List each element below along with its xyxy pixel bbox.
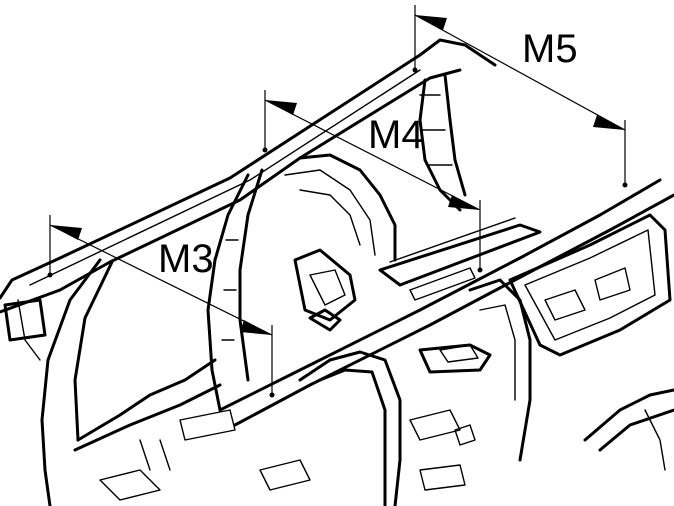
label-m5: M5 (522, 27, 578, 71)
b-pillar (206, 168, 264, 412)
rear-wheel-arch (583, 388, 674, 471)
measurement-points (47, 67, 628, 398)
label-m3: M3 (158, 237, 214, 281)
side-sill (218, 178, 674, 427)
a-pillar (3, 258, 114, 506)
label-m4: M4 (368, 113, 424, 157)
rear-quarter-window (508, 213, 672, 357)
floor-details (99, 344, 479, 501)
dimension-m4 (264, 90, 481, 270)
front-door-frame (73, 358, 222, 452)
floor-crossmember (378, 217, 542, 301)
c-pillar (418, 73, 467, 212)
dimension-m3 (49, 215, 273, 395)
inner-wheel-arch (284, 153, 397, 332)
dimension-m5 (414, 5, 626, 185)
roof-rail (0, 38, 497, 314)
